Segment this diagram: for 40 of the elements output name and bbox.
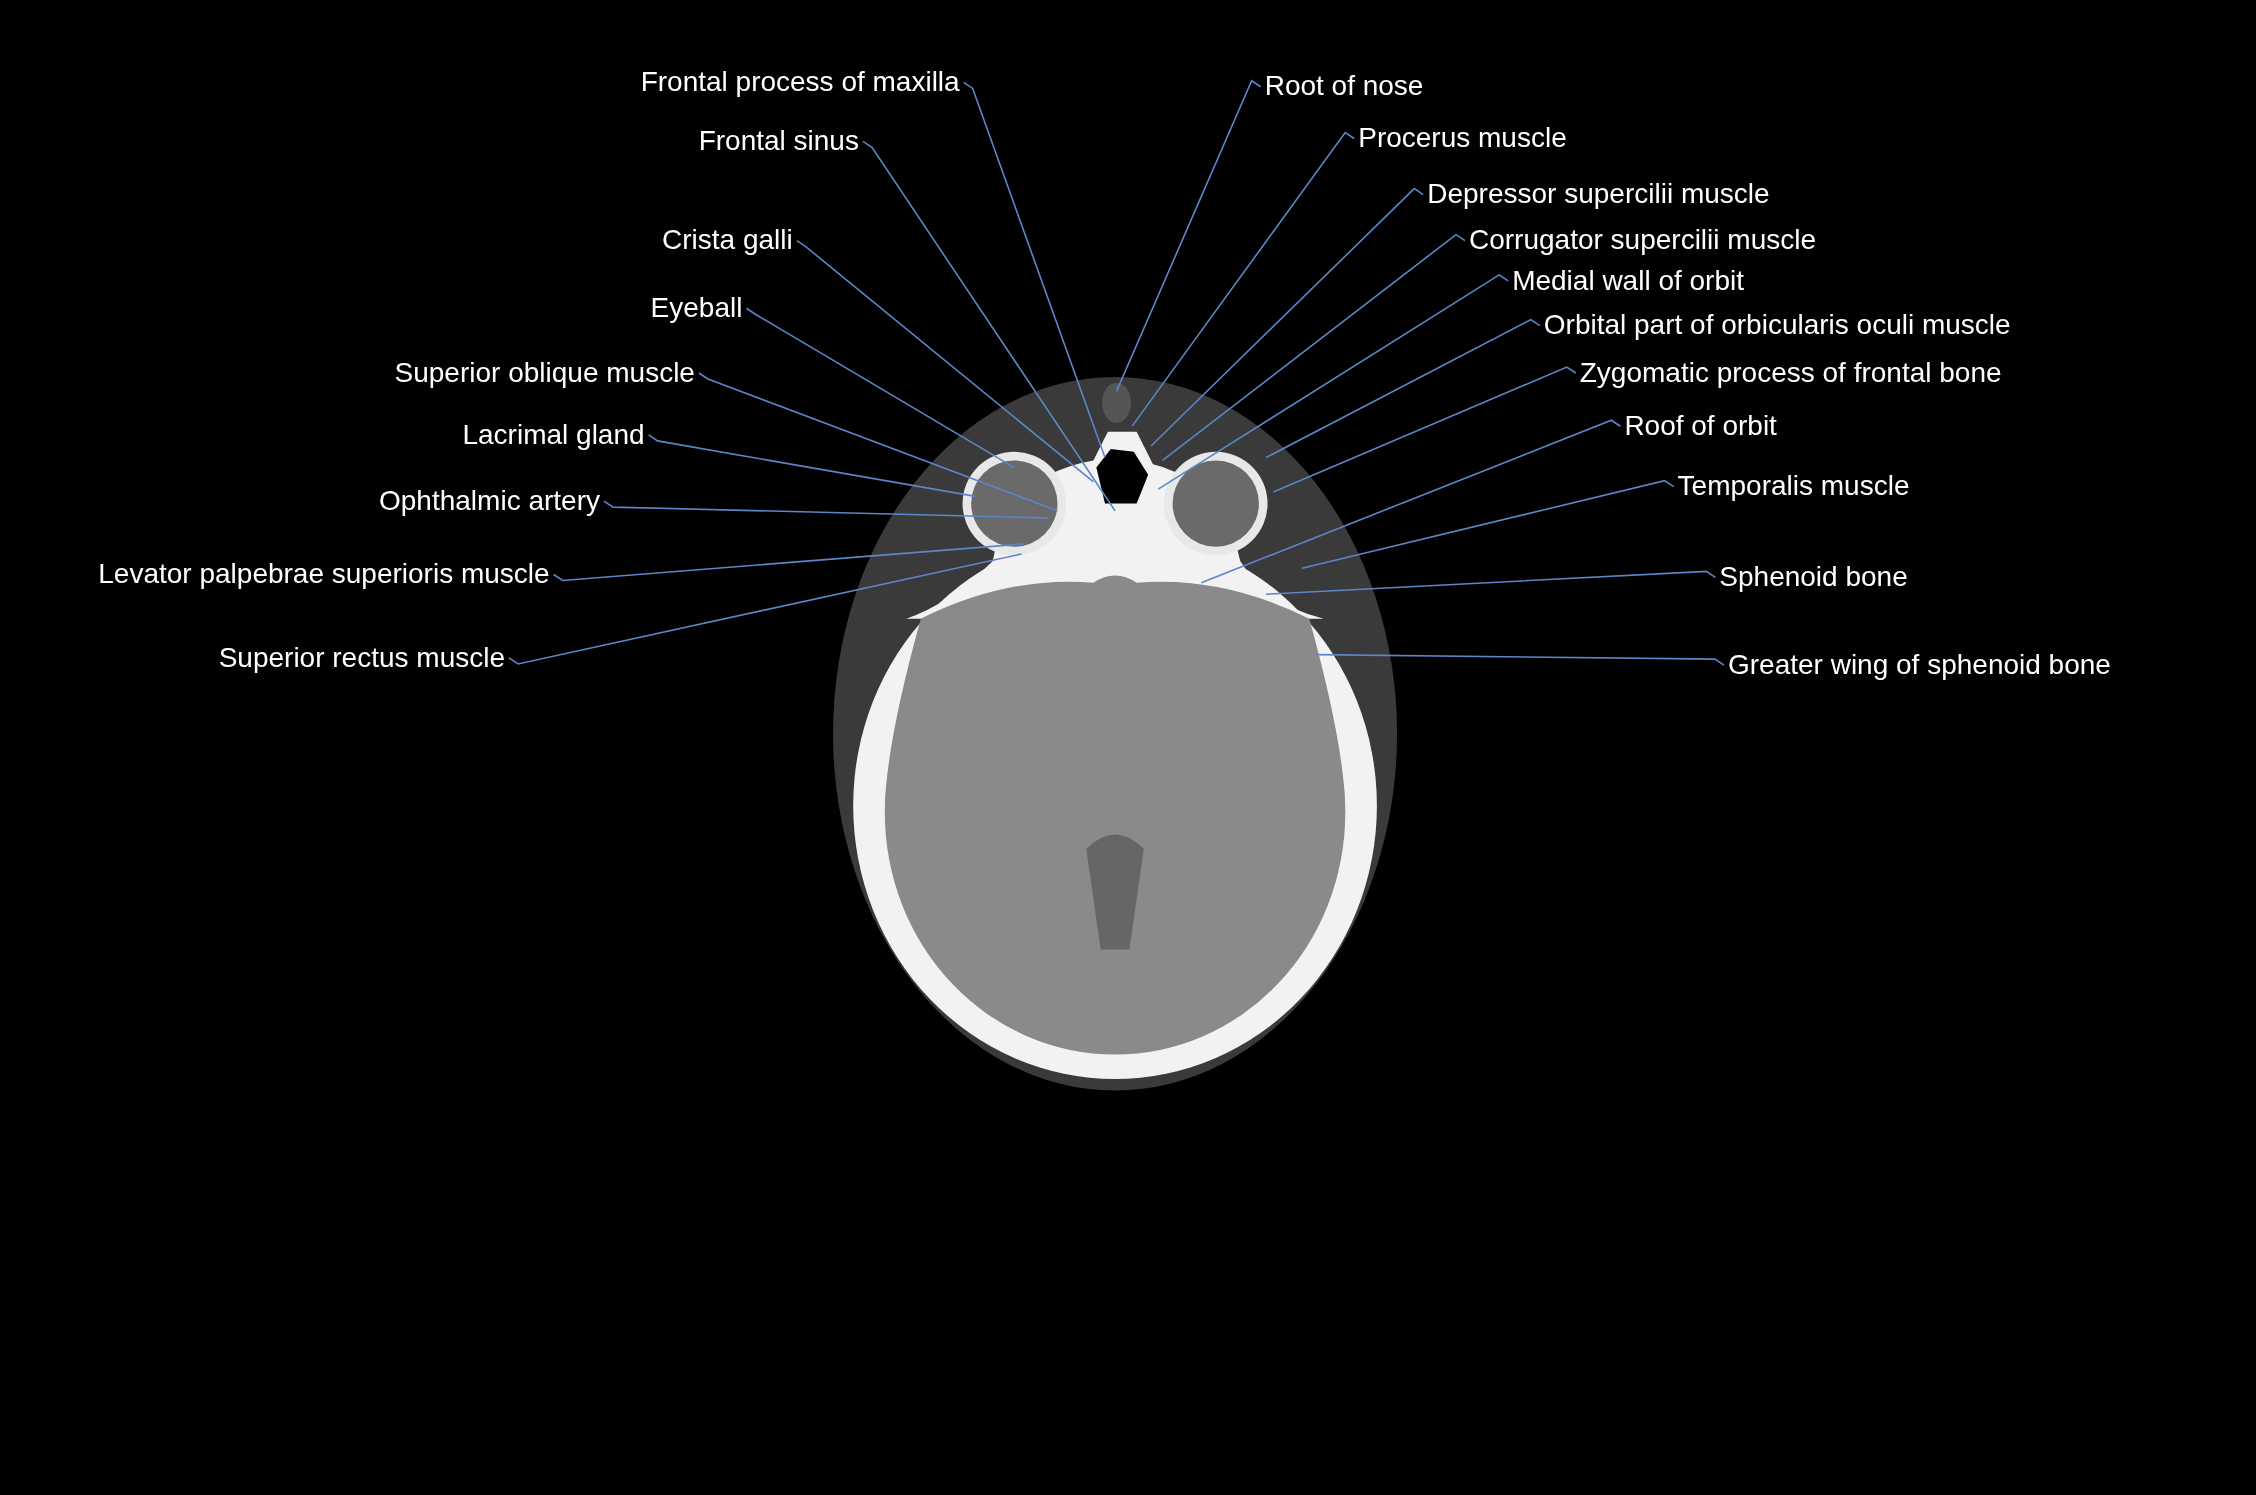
- leader-line: [1150, 187, 1425, 447]
- anatomy-label: Frontal process of maxilla: [640, 67, 960, 98]
- leader-line: [962, 81, 1106, 459]
- leader-line: [1301, 479, 1675, 570]
- leader-line: [1315, 653, 1725, 666]
- anatomy-label: Procerus muscle: [1358, 123, 1567, 154]
- leader-line: [1161, 233, 1466, 462]
- anatomy-label: Superior oblique muscle: [394, 357, 695, 389]
- leader-line: [603, 500, 1049, 519]
- leader-line: [1157, 274, 1509, 490]
- leader-line: [795, 239, 1095, 483]
- anatomy-label: Eyeball: [650, 292, 743, 324]
- anatomy-label: Temporalis muscle: [1677, 471, 1910, 503]
- leader-line: [1115, 79, 1262, 393]
- anatomy-label: Levator palpebrae superioris muscle: [98, 559, 550, 590]
- leader-line: [1200, 419, 1622, 584]
- leader-line: [1265, 318, 1541, 459]
- leader-line: [1265, 570, 1717, 595]
- anatomy-label: Greater wing of sphenoid bone: [1727, 649, 2111, 681]
- leader-line: [745, 307, 1016, 469]
- anatomy-label: Ophthalmic artery: [379, 485, 600, 517]
- anatomy-label: Superior rectus muscle: [218, 642, 505, 674]
- leader-line: [647, 434, 977, 498]
- anatomy-label: Sphenoid bone: [1719, 561, 1908, 593]
- leader-line: [508, 553, 1023, 665]
- anatomy-label: Roof of orbit: [1624, 410, 1777, 442]
- anatomy-label: Lacrimal gland: [462, 419, 645, 451]
- leader-line: [862, 140, 1116, 512]
- leader-line: [1131, 131, 1355, 427]
- leader-line: [698, 372, 1059, 512]
- anatomy-label: Frontal sinus: [698, 126, 859, 157]
- leader-line: [552, 543, 1026, 582]
- anatomy-label: Orbital part of orbicularis oculi muscle: [1543, 310, 2011, 341]
- anatomy-label: Root of nose: [1264, 71, 1424, 103]
- anatomy-label: Zygomatic process of frontal bone: [1579, 357, 2002, 389]
- anatomy-label: Depressor supercilii muscle: [1427, 179, 1770, 211]
- anatomy-label: Corrugator supercilii muscle: [1469, 225, 1816, 257]
- anatomy-label: Crista galli: [662, 225, 793, 257]
- anatomy-label: Medial wall of orbit: [1512, 265, 1744, 297]
- leader-line: [1272, 366, 1577, 493]
